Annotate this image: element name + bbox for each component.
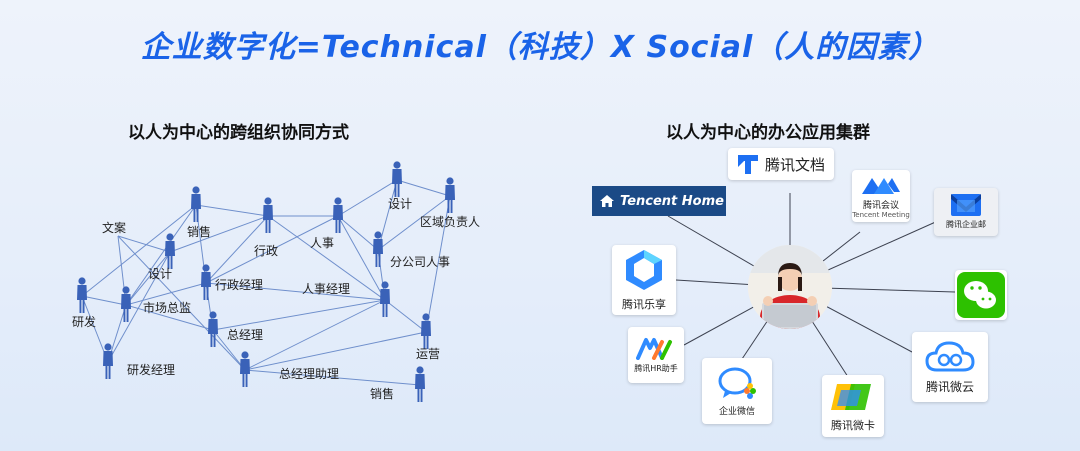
role-label: 设计 (388, 197, 412, 211)
role-label: 研发 (72, 314, 96, 329)
tencent-weiyun-app[interactable]: 腾讯微云 (912, 332, 988, 402)
role-label: 设计 (148, 267, 172, 281)
tencent-meeting-app[interactable]: 腾讯会议 Tencent Meeting (852, 170, 910, 222)
tencent-docs-label: 腾讯文档 (764, 155, 825, 174)
weiyun-label: 腾讯微云 (925, 379, 974, 394)
tencent-meeting-icon (862, 177, 900, 194)
lexiang-label: 腾讯乐享 (622, 298, 666, 311)
people-network-diagram: 文案 销售 设计 行政 人事 设计 区域负责人 分公司人事 行政经理 人事经理 … (72, 161, 480, 402)
role-label: 销售 (370, 386, 394, 401)
role-label: 运营 (416, 347, 440, 361)
role-label: 分公司人事 (390, 255, 450, 269)
exmail-icon (951, 194, 981, 216)
tencent-home-app[interactable]: Tencent Home (592, 186, 726, 216)
role-label: 销售 (187, 224, 211, 239)
right-subtitle: 以人为中心的办公应用集群 (666, 123, 870, 143)
tencent-meeting-en-label: Tencent Meeting (852, 210, 910, 219)
hr-assistant-label: 腾讯HR助手 (634, 364, 678, 373)
tencent-exmail-label: 腾讯企业邮 (946, 220, 986, 229)
tencent-meeting-label: 腾讯会议 (862, 200, 899, 211)
role-label: 人事经理 (302, 282, 350, 296)
role-label: 人事 (310, 236, 334, 250)
role-label: 文案 (102, 220, 126, 235)
role-label: 研发经理 (127, 362, 175, 377)
tencent-docs-app[interactable]: 腾讯文档 (728, 148, 834, 180)
left-subtitle: 以人为中心的跨组织协同方式 (128, 123, 349, 143)
wecom-app[interactable]: 企业微信 (702, 358, 772, 424)
lexiang-icon (626, 250, 662, 290)
wechat-icon (957, 272, 1005, 318)
role-label: 市场总监 (143, 300, 191, 315)
tencent-exmail-app[interactable]: 腾讯企业邮 (934, 188, 998, 236)
page-title: 企业数字化=Technical（科技）X Social（人的因素） (140, 30, 940, 65)
tencent-weika-app[interactable]: 腾讯微卡 (822, 375, 884, 437)
tencent-docs-icon (737, 155, 758, 174)
role-label: 区域负责人 (420, 215, 480, 229)
weika-label: 腾讯微卡 (831, 418, 875, 432)
wecom-label: 企业微信 (718, 407, 755, 417)
wecom-icon (718, 367, 756, 399)
home-icon (600, 195, 614, 207)
center-person-photo (748, 245, 832, 329)
weiyun-icon (925, 340, 975, 371)
tencent-home-label: Tencent Home (620, 193, 724, 209)
connection-lines (81, 179, 451, 386)
wechat-app[interactable] (955, 270, 1007, 320)
role-label: 行政 (254, 244, 278, 258)
tencent-hr-assistant-app[interactable]: 腾讯HR助手 (628, 327, 684, 383)
hr-assistant-icon (636, 338, 672, 360)
role-label: 总经理 (227, 328, 263, 342)
role-label: 行政经理 (215, 278, 263, 292)
tencent-lexiang-app[interactable]: 腾讯乐享 (612, 245, 676, 315)
role-label: 总经理助理 (279, 367, 339, 381)
weika-icon (831, 383, 871, 410)
